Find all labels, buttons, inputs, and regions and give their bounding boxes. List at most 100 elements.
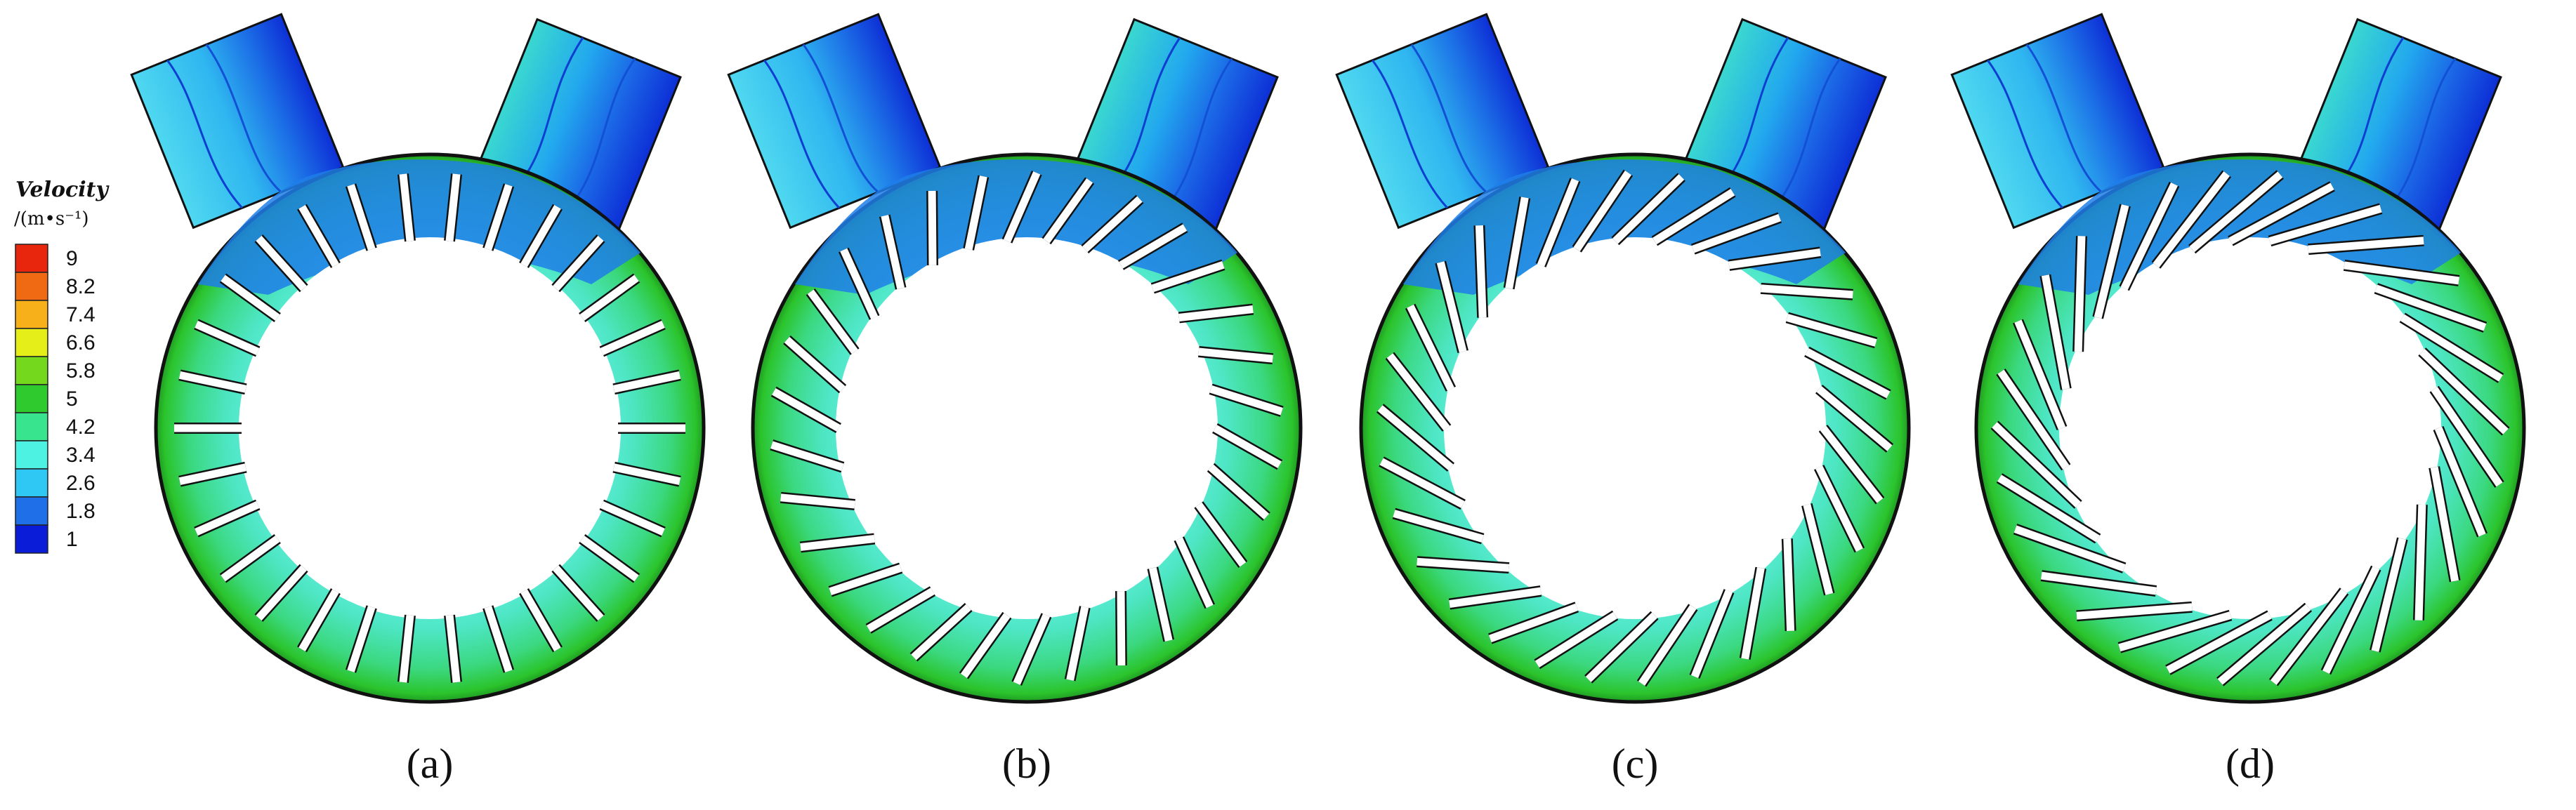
vane <box>256 235 307 291</box>
vane <box>2431 387 2503 487</box>
vane <box>2076 603 2193 620</box>
vane <box>2419 349 2509 434</box>
vane <box>840 248 879 319</box>
legend-tick-label: 2.6 <box>66 472 96 495</box>
vane <box>1213 425 1282 469</box>
vane <box>1997 369 2070 470</box>
vane <box>221 274 280 321</box>
vane <box>347 184 376 251</box>
vane <box>1690 590 1733 678</box>
guide-vanes <box>1376 169 1894 687</box>
vane <box>1208 464 1270 520</box>
legend-swatch <box>15 496 48 526</box>
vane <box>1379 458 1465 508</box>
vane <box>579 536 639 582</box>
vane <box>2414 504 2426 620</box>
legend-swatch <box>15 412 48 441</box>
inner-core <box>2059 237 2441 619</box>
panel-label-c: (c) <box>1612 741 1659 787</box>
vane <box>2118 611 2232 652</box>
vane <box>195 500 260 536</box>
vane <box>445 614 461 683</box>
vane <box>1505 197 1529 289</box>
vane <box>770 441 844 471</box>
vane <box>2153 171 2230 268</box>
panel-label-a: (a) <box>407 741 454 787</box>
vane <box>1175 537 1214 609</box>
inner-core <box>1444 237 1826 619</box>
vane <box>613 463 681 486</box>
vane <box>347 606 376 672</box>
vane <box>1760 284 1853 299</box>
vane <box>1815 465 1863 552</box>
guide-vanes <box>1990 170 2510 686</box>
vane <box>399 614 414 683</box>
legend-swatch <box>15 468 48 498</box>
vane <box>1117 591 1126 666</box>
vane <box>2166 611 2272 674</box>
vane <box>2400 314 2503 382</box>
left-outlet-duct <box>727 13 942 230</box>
vane <box>2344 261 2459 285</box>
guide-vanes <box>174 173 685 683</box>
vane <box>2268 204 2382 245</box>
panel-label-d: (d) <box>2226 741 2275 787</box>
vane <box>1803 503 1834 595</box>
vane <box>1393 510 1484 543</box>
legend-tick-label: 9 <box>66 247 78 270</box>
vane <box>2228 182 2334 245</box>
legend-swatch <box>15 328 48 357</box>
legend-tick-label: 1 <box>66 528 78 551</box>
vane <box>1195 502 1247 567</box>
vane <box>298 205 339 267</box>
vane <box>2013 525 2126 572</box>
legend-swatch <box>15 356 48 385</box>
vane <box>178 463 247 486</box>
inner-core <box>239 237 621 619</box>
vane <box>1820 425 1884 503</box>
vane <box>1585 612 1657 682</box>
vane <box>1436 261 1467 353</box>
legend-tick-label: 7.4 <box>66 303 96 326</box>
velocity-legend: Velocity /(m•s⁻¹) 98.27.46.65.854.23.42.… <box>14 178 110 554</box>
vane <box>2041 571 2157 595</box>
vane <box>2374 284 2487 331</box>
vane <box>445 173 461 242</box>
volute-panel-b: (b) <box>727 13 1303 787</box>
vane <box>780 493 855 509</box>
vane <box>1805 348 1891 399</box>
vane <box>2308 237 2424 253</box>
legend-tick-label: 5.8 <box>66 359 96 383</box>
vane <box>1535 611 1617 668</box>
vane <box>784 336 846 392</box>
legend-swatch <box>15 440 48 470</box>
legend-tick-label: 4.2 <box>66 416 96 439</box>
vane <box>2434 426 2486 537</box>
vane <box>600 320 665 356</box>
vane <box>399 173 414 242</box>
vane <box>2322 566 2380 675</box>
vane <box>195 320 260 356</box>
vane <box>1488 603 1579 643</box>
vane <box>221 536 280 582</box>
panel-label-b: (b) <box>1002 741 1051 787</box>
vane <box>256 565 307 621</box>
vane <box>298 589 339 651</box>
vane <box>881 215 905 290</box>
vane <box>579 274 639 321</box>
vane <box>520 589 561 651</box>
vane <box>1066 606 1089 681</box>
vane <box>553 565 604 621</box>
vane <box>1377 405 1454 470</box>
vane <box>1417 557 1510 572</box>
vane <box>960 613 1011 678</box>
vane <box>829 564 902 595</box>
legend-swatch <box>15 272 48 301</box>
vane <box>520 205 561 267</box>
vane <box>866 587 935 632</box>
vane <box>1652 189 1735 245</box>
vane <box>1612 174 1685 244</box>
vane <box>1013 613 1051 685</box>
vane <box>484 606 513 672</box>
